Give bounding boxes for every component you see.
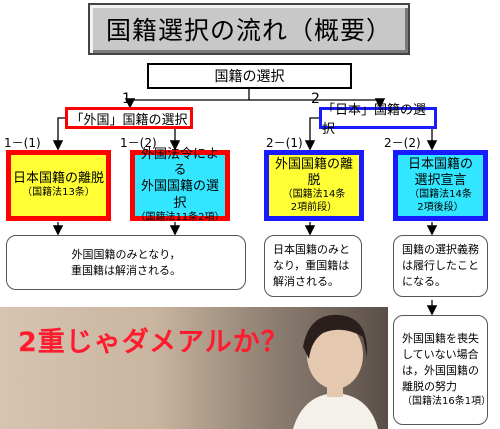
method-1-2-title: 外国法令による 外国国籍の選択 (140, 146, 219, 211)
method-1-1: 日本国籍の離脱 （国籍法13条） (6, 150, 111, 221)
result-bottom-law: （国籍法16条1項） (402, 395, 492, 407)
method-2-2-title: 日本国籍の 選択宣言 (407, 156, 473, 188)
result-bottom-text: 外国国籍を喪失 していない場合 は，外国国籍の 離脱の努力 (402, 331, 479, 393)
method-1-2-law: （国籍法11条2項） (135, 211, 225, 223)
method-2-2: 日本国籍の 選択宣言 （国籍法14条 2項後段） (393, 150, 488, 221)
category-japan: 「日本」国籍の選択 (319, 103, 437, 137)
root-node: 国籍の選択 (147, 63, 352, 89)
branch-label-1: 1 (122, 91, 131, 107)
category-japan-label: 「日本」国籍の選択 (322, 103, 427, 137)
method-2-2-law: （国籍法14条 2項後段） (409, 189, 472, 213)
method-1-1-title: 日本国籍の離脱 (12, 171, 104, 187)
person-photo-silhouette (293, 314, 378, 429)
branch-label-2: 2 (311, 91, 320, 107)
method-1-2: 外国法令による 外国国籍の選択 （国籍法11条2項） (130, 146, 230, 223)
root-label: 国籍の選択 (214, 69, 285, 85)
category-foreign: 「外国」国籍の選択 (65, 107, 193, 129)
method-2-1-law: （国籍法14条 2項前段） (282, 189, 346, 213)
arrow-root-to-japan (249, 98, 386, 109)
sub-label-1-1: 1－(1) (4, 136, 41, 150)
overlay-caption: 2重じゃダメアルか？ (18, 327, 289, 358)
sub-label-2-2: 2－(2) (384, 136, 421, 150)
diagram-title: 国籍選択の流れ（概要） (105, 16, 392, 45)
result-bottom: 外国国籍を喪失 していない場合 は，外国国籍の 離脱の努力 （国籍法16条1項） (393, 315, 492, 425)
result-foreign: 外国国籍のみとなり， 重国籍は解消される。 (6, 235, 246, 290)
sub-label-1-2: 1－(2) (120, 136, 157, 150)
method-2-1-title: 外国国籍の離脱 (274, 156, 353, 188)
result-foreign-text: 外国国籍のみとなり， 重国籍は解消される。 (71, 247, 181, 277)
result-japan-declare: 国籍の選択義務 は履行したこと になる。 (393, 235, 488, 297)
result-japan-renounce-text: 日本国籍のみと なり，重国籍は 解消される。 (273, 243, 350, 288)
result-japan-declare-text: 国籍の選択義務 は履行したこと になる。 (402, 243, 479, 288)
title-box: 国籍選択の流れ（概要） (88, 3, 410, 55)
category-foreign-label: 「外国」国籍の選択 (70, 112, 188, 128)
method-1-1-law: （国籍法13条） (22, 187, 95, 199)
result-japan-renounce: 日本国籍のみと なり，重国籍は 解消される。 (264, 235, 362, 297)
arrow-root-to-foreign (124, 89, 250, 109)
method-2-1: 外国国籍の離脱 （国籍法14条 2項前段） (264, 150, 364, 221)
sub-label-2-1: 2－(1) (266, 136, 303, 150)
